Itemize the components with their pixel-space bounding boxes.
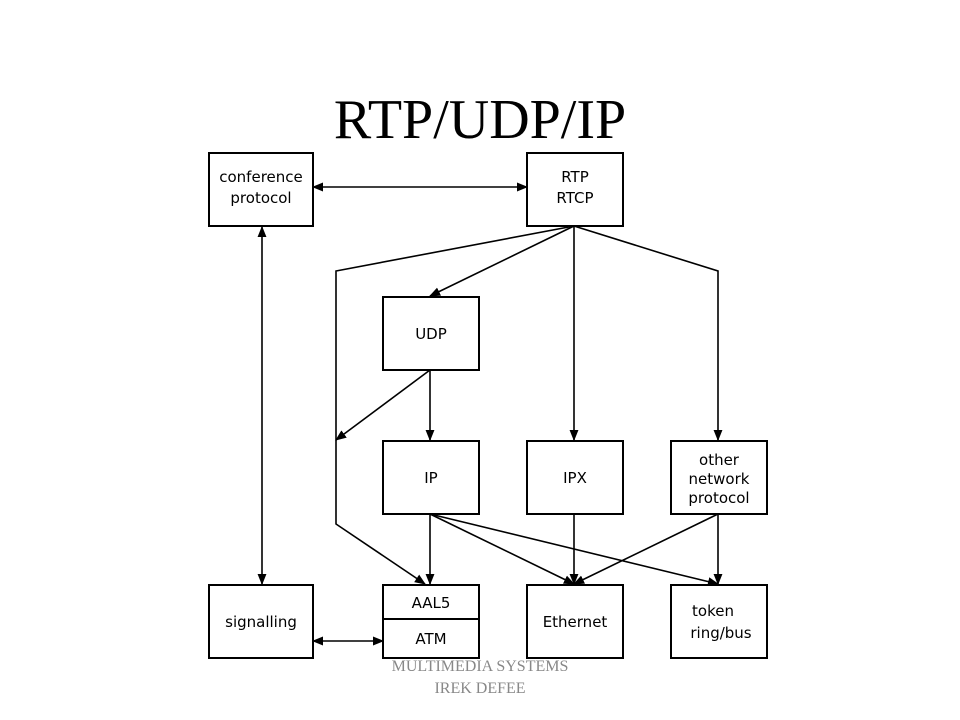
box-udp: UDP	[382, 296, 480, 371]
ip-label: IP	[424, 469, 437, 487]
box-signalling: signalling	[208, 584, 314, 659]
udp-label: UDP	[415, 325, 447, 343]
rtcp-label: RTCP	[556, 189, 593, 207]
edge-ip-ethernet	[429, 513, 576, 585]
edge-udp-aal5-path	[335, 369, 431, 441]
other-label-2: network	[689, 470, 750, 488]
other-label-1: other	[699, 451, 740, 469]
box-aal5-atm: AAL5 ATM	[382, 584, 480, 659]
box-ethernet: Ethernet	[526, 584, 624, 659]
ethernet-label: Ethernet	[543, 613, 608, 631]
edges	[257, 182, 723, 646]
token-label-1: token	[692, 602, 734, 620]
ipx-label: IPX	[563, 469, 587, 487]
box-ip: IP	[382, 440, 480, 515]
box-rtp-rtcp: RTP RTCP	[526, 152, 624, 227]
rtp-label: RTP	[561, 168, 589, 186]
footer-author: IREK DEFEE	[434, 680, 526, 697]
conference-label-2: protocol	[230, 189, 291, 207]
atm-label: ATM	[415, 630, 446, 648]
edge-rtp-udp	[428, 225, 575, 297]
box-ipx: IPX	[526, 440, 624, 515]
footer-course: MULTIMEDIA SYSTEMS	[391, 658, 569, 675]
box-token-ring-bus: token ring/bus	[670, 584, 768, 659]
box-other-network-protocol: other network protocol	[670, 440, 768, 515]
conference-label-1: conference	[219, 168, 303, 186]
edge-rtp-other	[573, 225, 723, 442]
token-label-2: ring/bus	[690, 624, 751, 642]
edge-rtp-aal5	[335, 225, 575, 585]
slide-footer: MULTIMEDIA SYSTEMS IREK DEFEE	[0, 656, 960, 700]
other-label-3: protocol	[688, 489, 749, 507]
aal5-label: AAL5	[412, 594, 451, 612]
signalling-label: signalling	[225, 613, 297, 631]
edge-other-ethernet	[572, 513, 719, 585]
box-conference-protocol: conference protocol	[208, 152, 314, 227]
slide-title: RTP/UDP/IP	[333, 89, 627, 151]
